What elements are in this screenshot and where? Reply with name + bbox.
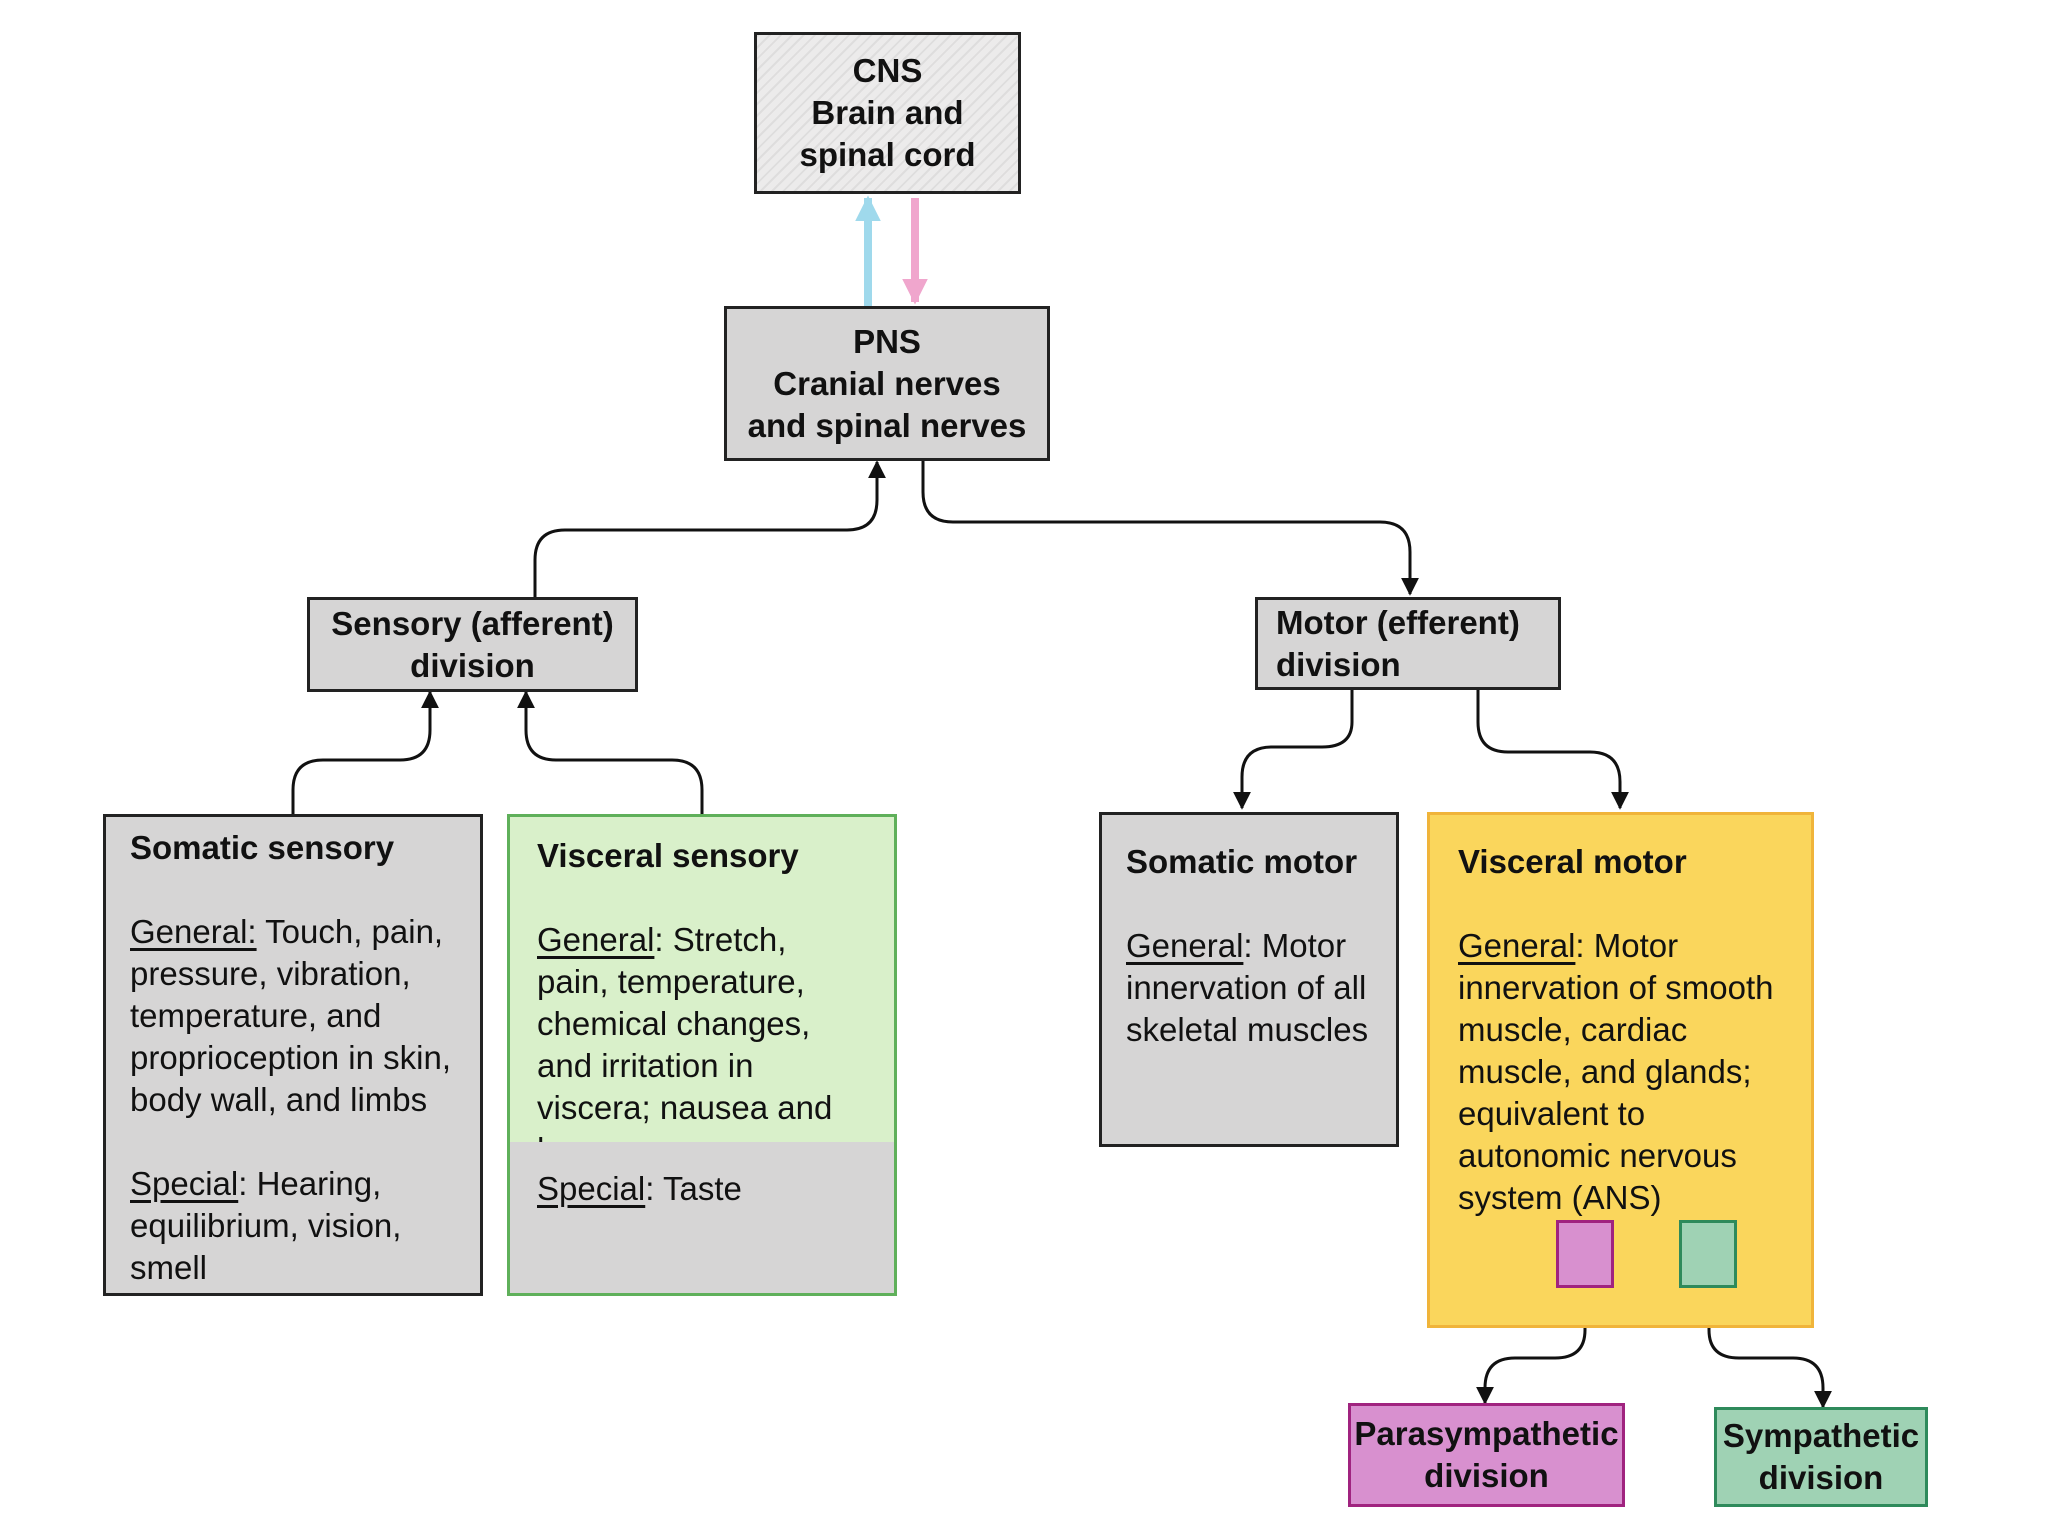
general-label: General: bbox=[130, 913, 257, 950]
somatic-sensory-general: General: Touch, pain, pressure, vibratio… bbox=[130, 911, 456, 1121]
somatic-sensory-special: Special: Hearing, equilibrium, vision, s… bbox=[130, 1163, 456, 1289]
connector-visceral-sensory-to-sensory bbox=[517, 690, 704, 814]
connector-ans-to-parasympathetic bbox=[1476, 1288, 1587, 1405]
cns-title: CNS bbox=[852, 52, 923, 89]
somatic-sensory-box: Somatic sensory General: Touch, pain, pr… bbox=[103, 814, 483, 1296]
sympathetic-marker-square bbox=[1679, 1220, 1737, 1288]
connector-ans-to-sympathetic bbox=[1707, 1288, 1832, 1409]
motor-division-box: Motor (efferent) division bbox=[1255, 597, 1561, 690]
pns-line: Cranial nerves bbox=[773, 364, 1001, 402]
visceral-sensory-general-section: Visceral sensory General: Stretch, pain,… bbox=[510, 817, 894, 1168]
connector-somatic-sensory-to-sensory bbox=[291, 690, 439, 814]
cns-box: CNS Brain and spinal cord bbox=[754, 32, 1021, 194]
somatic-sensory-title: Somatic sensory bbox=[130, 829, 395, 866]
general-text: Touch, pain, pressure, vibration, temper… bbox=[130, 913, 452, 1118]
visceral-sensory-title: Visceral sensory bbox=[537, 837, 799, 874]
special-label: Special bbox=[537, 1170, 646, 1207]
pns-title: PNS bbox=[853, 322, 921, 360]
sympathetic-line: Sympathetic bbox=[1722, 1417, 1920, 1454]
parasympathetic-division-box: Parasympathetic division bbox=[1348, 1403, 1625, 1507]
general-text: : Motor innervation of all skeletal musc… bbox=[1126, 927, 1369, 1048]
general-label: General bbox=[537, 921, 655, 958]
sympathetic-division-box: Sympathetic division bbox=[1714, 1407, 1928, 1507]
parasympathetic-marker-square bbox=[1556, 1220, 1614, 1288]
visceral-sensory-box: Visceral sensory General: Stretch, pain,… bbox=[507, 814, 897, 1296]
visceral-sensory-special-section: Special: Taste bbox=[510, 1142, 894, 1293]
sensory-division-line: Sensory (afferent) bbox=[331, 604, 614, 642]
general-text: : Motor innervation of smooth muscle, ca… bbox=[1458, 927, 1774, 1216]
connector-sensory-to-pns bbox=[533, 460, 886, 597]
pns-line: and spinal nerves bbox=[747, 406, 1027, 444]
connector-motor-to-somatic-motor bbox=[1233, 690, 1354, 810]
special-text: : Taste bbox=[645, 1170, 742, 1207]
motor-division-line: division bbox=[1276, 645, 1401, 683]
pns-box: PNS Cranial nerves and spinal nerves bbox=[724, 306, 1050, 461]
general-text: : Stretch, pain, temperature, chemical c… bbox=[537, 921, 833, 1168]
visceral-motor-box: Visceral motor General: Motor innervatio… bbox=[1427, 812, 1814, 1328]
sympathetic-line: division bbox=[1758, 1459, 1884, 1496]
cns-line: Brain and bbox=[811, 94, 964, 131]
somatic-motor-general: General: Motor innervation of all skelet… bbox=[1126, 925, 1372, 1051]
parasympathetic-line: Parasympathetic bbox=[1354, 1415, 1619, 1452]
special-text: : Hearing, equilibrium, vision, smell bbox=[130, 1165, 402, 1286]
general-label: General bbox=[1126, 927, 1244, 964]
cns-line: spinal cord bbox=[799, 136, 976, 173]
visceral-motor-title: Visceral motor bbox=[1458, 843, 1687, 880]
general-label: General bbox=[1458, 927, 1576, 964]
somatic-motor-box: Somatic motor General: Motor innervation… bbox=[1099, 812, 1399, 1147]
sensory-division-box: Sensory (afferent) division bbox=[307, 597, 638, 692]
somatic-motor-title: Somatic motor bbox=[1126, 843, 1358, 880]
sensory-division-line: division bbox=[410, 646, 535, 684]
connector-motor-to-visceral-motor bbox=[1476, 690, 1629, 810]
special-label: Special bbox=[130, 1165, 239, 1202]
motor-division-line: Motor (efferent) bbox=[1276, 603, 1520, 641]
visceral-motor-general: General: Motor innervation of smooth mus… bbox=[1458, 925, 1783, 1219]
parasympathetic-line: division bbox=[1424, 1457, 1549, 1494]
visceral-sensory-general: General: Stretch, pain, temperature, che… bbox=[537, 919, 867, 1171]
connector-pns-to-motor bbox=[921, 461, 1419, 596]
